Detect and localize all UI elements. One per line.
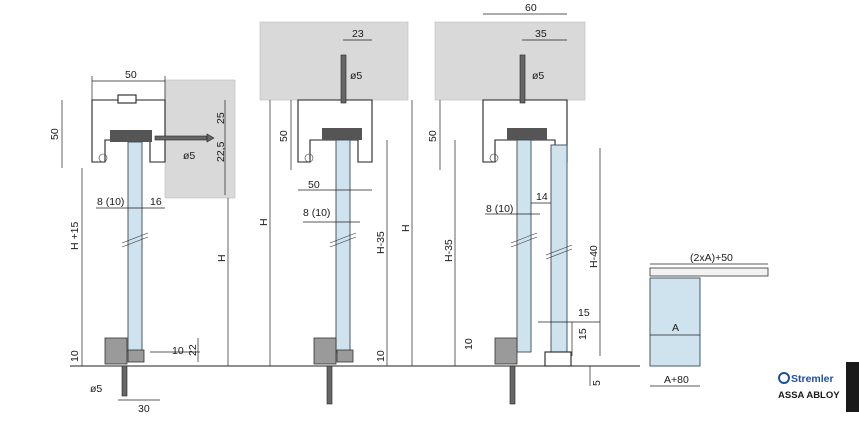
break-line	[545, 244, 573, 256]
dim-a-plus-80: A+80	[664, 374, 689, 386]
brand-block: Stremler ASSA ABLOY	[778, 362, 859, 412]
fix-hole	[304, 153, 314, 163]
fix-hole	[489, 153, 499, 163]
dim-30: 30	[138, 403, 150, 415]
dim-height-50: 50	[278, 130, 290, 142]
dim-h-plus-15: H +15	[69, 222, 81, 250]
dim-h: H	[258, 218, 270, 226]
profile-top-lip	[117, 94, 137, 104]
dim-height-50: 50	[49, 128, 61, 140]
break-line	[545, 248, 573, 260]
brand-tab	[846, 362, 859, 412]
glass-panel	[127, 141, 143, 353]
dim-10: 10	[463, 338, 475, 350]
carriage-block	[507, 128, 547, 140]
dim-8-10: 8 (10)	[303, 207, 330, 219]
ceiling-concrete	[434, 21, 586, 101]
break-line	[510, 232, 538, 244]
glass-panel-fixed	[550, 144, 568, 361]
ceiling-screw	[340, 54, 347, 104]
dim-16: 16	[150, 196, 162, 208]
glass-panel	[335, 139, 351, 353]
floor-screw	[326, 365, 333, 405]
variant-c-double-track: 60 35 ø5 50 H H-35 8 (10) 14 H-40 10 15 …	[400, 2, 610, 405]
dim-height-50: 50	[427, 130, 439, 142]
carriage-block	[110, 130, 152, 142]
carriage-block	[322, 128, 362, 140]
dim-22-5: 22,5	[215, 141, 227, 162]
break-line	[510, 236, 538, 248]
dim-opening-a: A	[672, 322, 679, 334]
dim-35: 35	[535, 28, 547, 40]
screw-tip	[206, 133, 215, 143]
glass-panel-moving	[516, 139, 532, 353]
break-line	[329, 236, 357, 248]
dim-h-40: H-40	[588, 245, 600, 268]
dim-width-50: 50	[308, 179, 320, 191]
dim-h: H	[216, 254, 228, 262]
floor-screw	[509, 365, 516, 405]
break-line	[121, 232, 149, 244]
brand-name: Stremler	[791, 373, 834, 385]
floor-guide	[313, 337, 337, 365]
dim-width-50: 50	[125, 69, 137, 81]
dim-guide-22: 22	[187, 344, 199, 356]
dim-8-10: 8 (10)	[97, 196, 124, 208]
dim-overall-width: (2xA)+50	[690, 252, 733, 264]
variant-a-wall-mount: 50 50 25 22,5 ø5 8 (10) 16 H +15 H 10 10…	[49, 69, 236, 415]
dim-5: 5	[591, 380, 603, 386]
dim-8-10: 8 (10)	[486, 203, 513, 215]
variant-d-elevation: (2xA)+50 A A+80	[649, 252, 769, 387]
dim-25: 25	[215, 112, 227, 124]
ceiling-concrete	[259, 21, 409, 101]
dim-14: 14	[536, 191, 548, 203]
dim-23: 23	[352, 28, 364, 40]
dim-drill: ø5	[532, 70, 544, 82]
dim-60: 60	[525, 2, 537, 14]
floor-guide-foot	[127, 349, 145, 363]
fix-hole	[98, 153, 108, 163]
top-track	[649, 267, 769, 277]
dim-h-35: H-35	[443, 239, 455, 262]
dim-10: 10	[69, 350, 81, 362]
dim-h-35: H-35	[375, 231, 387, 254]
ceiling-screw	[519, 54, 526, 104]
floor-screw	[121, 365, 128, 397]
floor-guide	[494, 337, 518, 365]
floor-guide	[104, 337, 128, 365]
bottom-channel	[544, 351, 572, 367]
dim-drill: ø5	[183, 150, 195, 162]
variant-b-ceiling-mount: 23 ø5 50 50 8 (10) H H-35 10	[258, 21, 409, 405]
wall-screw	[154, 135, 208, 141]
brand-group: ASSA ABLOY	[778, 390, 840, 401]
brand-logo-icon	[778, 372, 790, 384]
dim-drill: ø5	[350, 70, 362, 82]
break-line	[121, 236, 149, 248]
dim-15-h: 15	[578, 307, 590, 319]
break-line	[329, 232, 357, 244]
dim-floor-drill: ø5	[90, 383, 102, 395]
door-panel	[649, 277, 701, 367]
floor-guide-foot	[336, 349, 354, 363]
dim-h: H	[400, 224, 412, 232]
dim-15-v: 15	[577, 328, 589, 340]
dim-guide-10: 10	[172, 345, 184, 357]
dim-10: 10	[375, 350, 387, 362]
